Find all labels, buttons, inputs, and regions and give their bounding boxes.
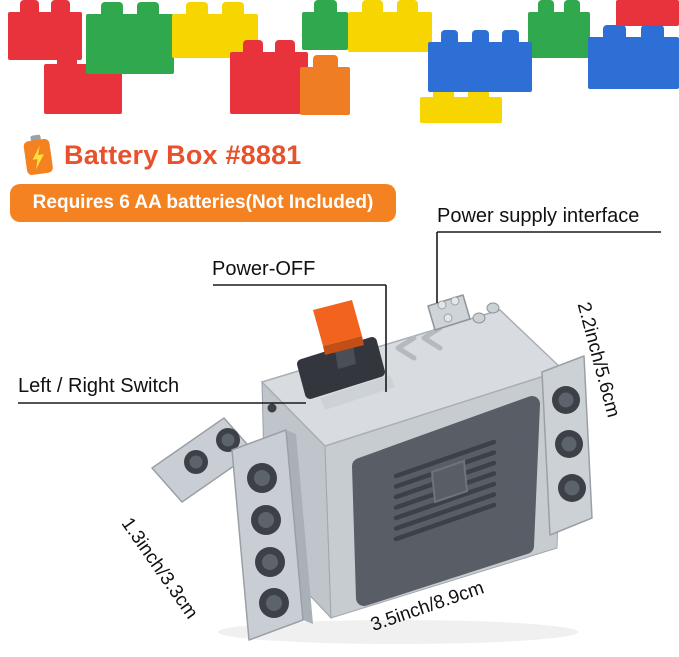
brick-stud bbox=[362, 0, 383, 12]
brick-stud bbox=[501, 30, 519, 42]
page-title: Battery Box #8881 bbox=[64, 139, 302, 170]
brick-stud bbox=[471, 30, 489, 42]
left-pin-beam bbox=[231, 429, 313, 641]
brick-stud bbox=[441, 30, 459, 42]
brick-stud bbox=[312, 55, 338, 67]
top-stud bbox=[486, 302, 500, 314]
pointer-lines bbox=[18, 231, 661, 404]
brick-stud bbox=[242, 40, 263, 52]
right-pin-connector bbox=[541, 355, 593, 536]
panel-square-detail bbox=[430, 459, 469, 504]
lego-brick bbox=[230, 40, 308, 114]
brick-stud bbox=[641, 25, 664, 37]
lego-brick bbox=[428, 30, 532, 92]
switch-lever-shade bbox=[323, 336, 364, 355]
switch-lever bbox=[313, 300, 362, 346]
left-right-switch-label: Left / Right Switch bbox=[18, 375, 180, 397]
shadow bbox=[218, 620, 578, 644]
screw-hole bbox=[267, 403, 277, 413]
lego-brick bbox=[348, 0, 432, 52]
header: Battery Box #8881 bbox=[22, 134, 302, 176]
front-vent-panel bbox=[352, 396, 540, 606]
battery-icon bbox=[23, 134, 53, 175]
left-rear-connector bbox=[151, 417, 255, 503]
top-stud bbox=[472, 312, 486, 324]
brick-stud bbox=[137, 2, 160, 14]
brick-stud bbox=[51, 0, 70, 12]
top-face-ridge bbox=[320, 375, 395, 410]
lego-brick bbox=[302, 0, 348, 50]
lego-brick bbox=[300, 55, 350, 115]
brick-stud bbox=[538, 0, 554, 12]
lego-brick bbox=[528, 0, 590, 58]
brick-stud bbox=[56, 52, 77, 64]
brick-stud bbox=[275, 40, 296, 52]
vent-slots bbox=[393, 439, 497, 542]
power-supply-interface-label: Power supply interface bbox=[437, 205, 640, 227]
brick-stud bbox=[397, 0, 418, 12]
brick-stud bbox=[564, 0, 580, 12]
brick-stud bbox=[186, 2, 208, 14]
lego-brick bbox=[616, 0, 679, 26]
brick-stud bbox=[100, 2, 123, 14]
battery-requirement-banner: Requires 6 AA batteries(Not Included) bbox=[10, 184, 396, 222]
brick-stud bbox=[313, 0, 337, 12]
direction-chevrons bbox=[395, 325, 443, 361]
brick-stud bbox=[603, 25, 626, 37]
lego-brick bbox=[588, 25, 679, 89]
power-off-label: Power-OFF bbox=[212, 258, 316, 280]
power-supply-interface bbox=[427, 294, 500, 331]
brick-stud bbox=[20, 0, 39, 12]
lightning-bolt-icon bbox=[32, 145, 44, 170]
brick-stud bbox=[222, 2, 244, 14]
power-switch bbox=[297, 300, 385, 399]
lego-brick bbox=[86, 2, 174, 74]
